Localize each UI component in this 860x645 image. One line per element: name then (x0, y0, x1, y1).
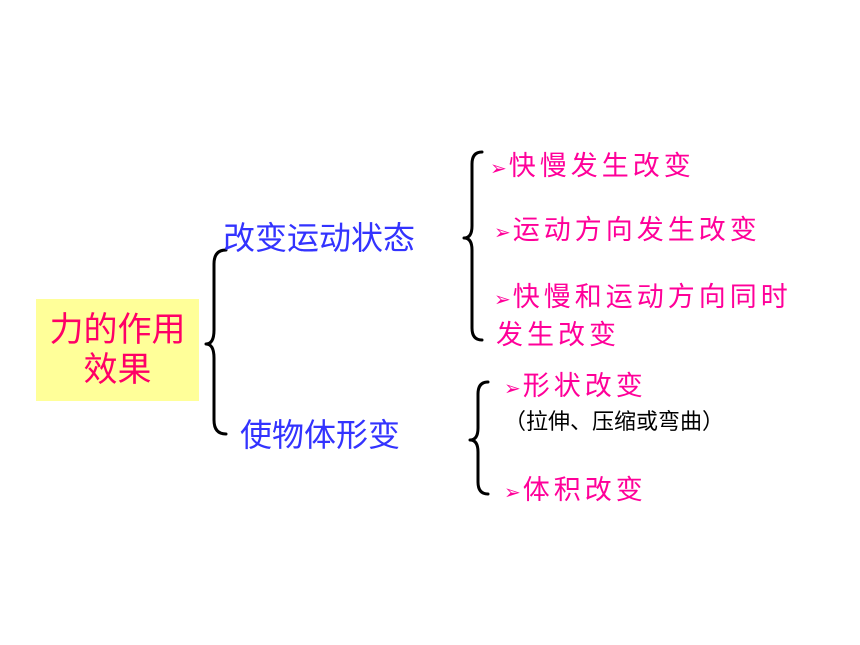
leaf-direction-change: ➢运动方向发生改变 (494, 208, 761, 247)
root-label-line2: 效果 (83, 350, 152, 390)
leaf-text: 快慢和运动方向同时 (512, 282, 792, 313)
leaf-text: 快慢发生改变 (508, 151, 695, 182)
leaf-text-continued: 发生改变 (496, 320, 620, 351)
bullet-arrow-icon: ➢ (504, 376, 521, 400)
branch1-brace (462, 150, 484, 342)
root-label-line1: 力的作用 (49, 310, 186, 350)
leaf-text: 形状改变 (522, 371, 647, 402)
branch2-brace (468, 380, 490, 496)
leaf-speed-change: ➢快慢发生改变 (490, 144, 695, 183)
leaf-note: （拉伸、压缩或弯曲） (504, 410, 725, 435)
leaf-shape-change: ➢形状改变 (504, 364, 647, 403)
branch-label-deformation: 使物体形变 (240, 416, 401, 454)
leaf-text: 运动方向发生改变 (512, 215, 761, 246)
root-node: 力的作用 效果 (36, 299, 199, 401)
branch-label-motion: 改变运动状态 (223, 219, 416, 257)
leaf-text: 体积改变 (522, 475, 647, 506)
root-brace (204, 248, 228, 436)
bullet-arrow-icon: ➢ (490, 156, 507, 180)
bullet-arrow-icon: ➢ (504, 480, 521, 504)
bullet-arrow-icon: ➢ (494, 287, 511, 311)
leaf-speed-and-direction-change: ➢快慢和运动方向同时 (494, 275, 792, 314)
bullet-arrow-icon: ➢ (494, 220, 511, 244)
leaf-volume-change: ➢体积改变 (504, 468, 647, 507)
